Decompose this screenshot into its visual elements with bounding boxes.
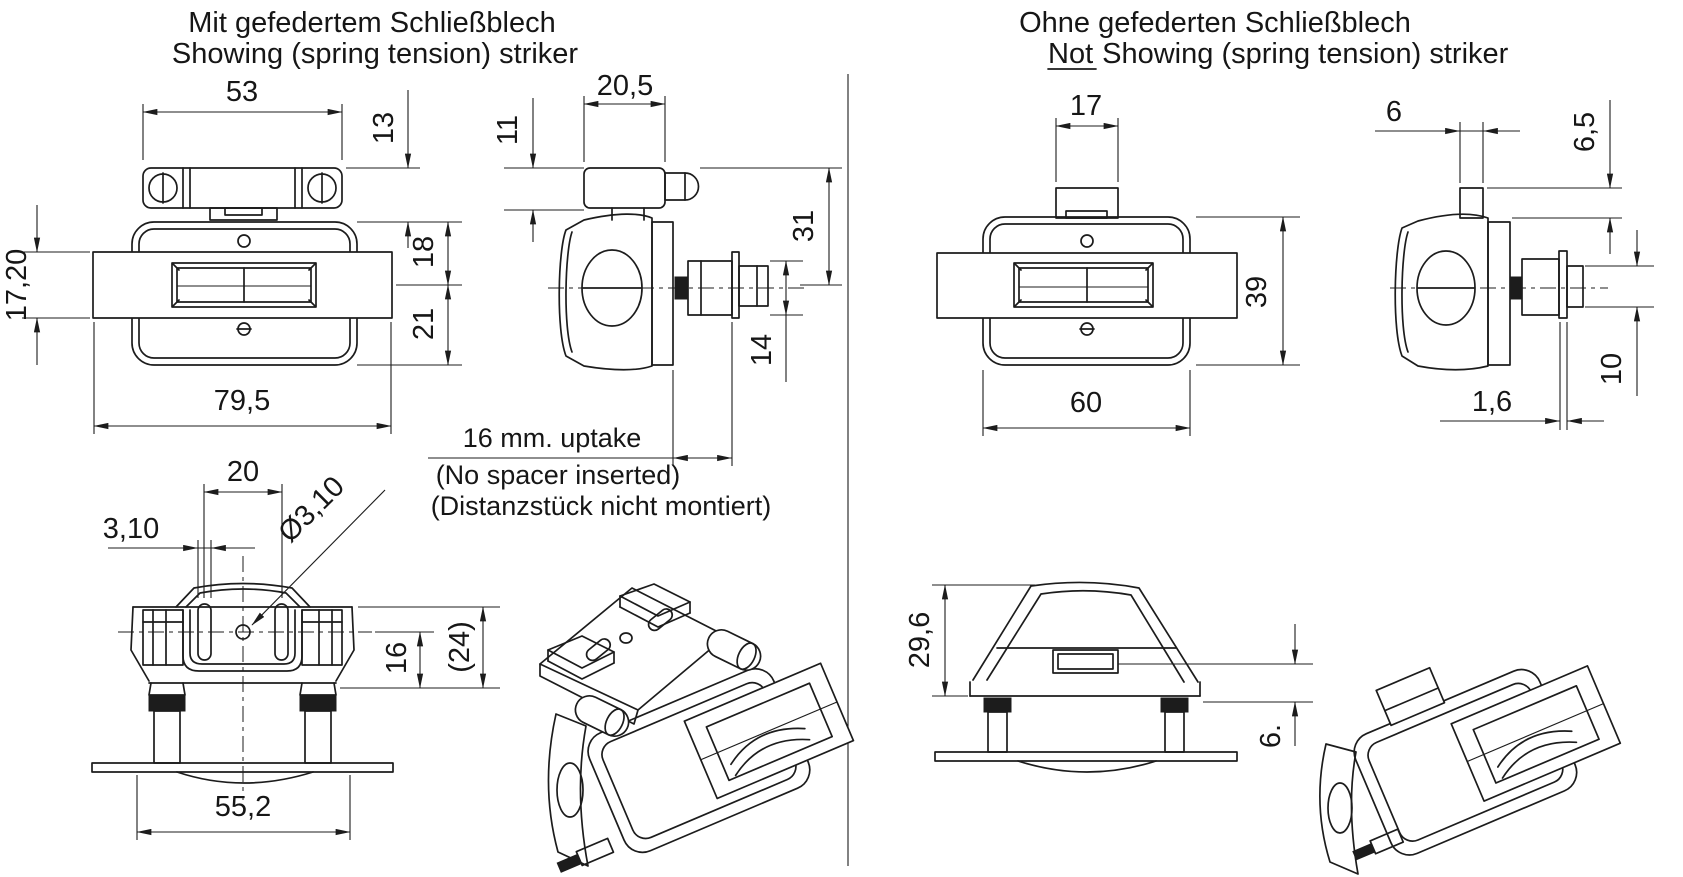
left-title-english: Showing (spring tension) striker xyxy=(172,38,579,70)
uptake-note-line3: (Distanzstück nicht montiert) xyxy=(431,491,772,521)
dim-height-16: 16 xyxy=(381,642,413,674)
dim-tab-depth: 6 xyxy=(1386,96,1402,128)
dim-overall-height: 31 xyxy=(788,210,820,242)
dim-total-width: 79,5 xyxy=(214,385,270,417)
uptake-note-line1: 16 mm. uptake xyxy=(463,423,642,453)
right-title-german: Ohne gefederten Schließblech xyxy=(1019,7,1411,39)
dim-slot-width: 3,10 xyxy=(103,513,159,545)
dim-flange: 1,6 xyxy=(1472,386,1512,418)
dim-tab-offset: 6,5 xyxy=(1569,112,1601,152)
side-view-without-striker xyxy=(1390,187,1608,371)
front-view-without-striker xyxy=(936,187,1238,366)
dim-bar-height: 17,20 xyxy=(1,249,33,322)
left-title-german: Mit gefedertem Schließblech xyxy=(188,7,556,39)
uptake-note-line2: (No spacer inserted) xyxy=(436,460,681,490)
side-view-with-striker xyxy=(548,167,806,371)
dim-width-552: 55,2 xyxy=(215,791,271,823)
dim-striker-offset: 13 xyxy=(368,112,400,144)
dim-lower-half: 21 xyxy=(408,308,440,340)
right-title-not: Not xyxy=(1048,38,1093,70)
dim-slot-spacing: 20 xyxy=(227,456,259,488)
front-view-with-striker xyxy=(92,167,393,366)
front-view-with-striker-dimensions: 53 13 17,20 18 21 79,5 xyxy=(1,76,462,434)
bottom-view-without-striker xyxy=(934,581,1238,773)
dim-ref-height: (24) xyxy=(444,621,476,673)
dim-tab-width: 17 xyxy=(1070,90,1102,122)
isometric-view-without-striker xyxy=(1319,665,1622,875)
dim-dome-height: 29,6 xyxy=(904,612,936,668)
side-view-without-striker-dimensions: 6 6,5 10 1,6 xyxy=(1375,96,1654,430)
dim-shaft-dia-right: 10 xyxy=(1596,353,1628,385)
side-view-with-striker-dimensions: 11 20,5 31 14 16 mm. uptake (No spacer i… xyxy=(428,70,842,521)
dim-body-height: 39 xyxy=(1241,276,1273,308)
dim-striker-width: 53 xyxy=(226,76,258,108)
front-view-without-striker-dimensions: 17 39 60 xyxy=(982,90,1300,436)
bottom-view-without-striker-dimensions: 29,6 6. xyxy=(904,584,1313,748)
dim-inset: 6. xyxy=(1255,724,1287,748)
isometric-view-with-striker xyxy=(539,583,855,873)
dim-striker-depth: 20,5 xyxy=(597,70,653,102)
top-view-with-striker xyxy=(91,556,394,800)
dim-body-width: 60 xyxy=(1070,387,1102,419)
dim-shaft-dia: 14 xyxy=(746,334,778,366)
dim-upper-half: 18 xyxy=(408,236,440,268)
dim-striker-height: 11 xyxy=(492,115,524,145)
right-title-english: Not Showing (spring tension) striker xyxy=(1048,38,1509,70)
titles: Mit gefedertem Schließblech Showing (spr… xyxy=(172,7,1509,70)
right-title-rest: Showing (spring tension) striker xyxy=(1102,38,1509,70)
